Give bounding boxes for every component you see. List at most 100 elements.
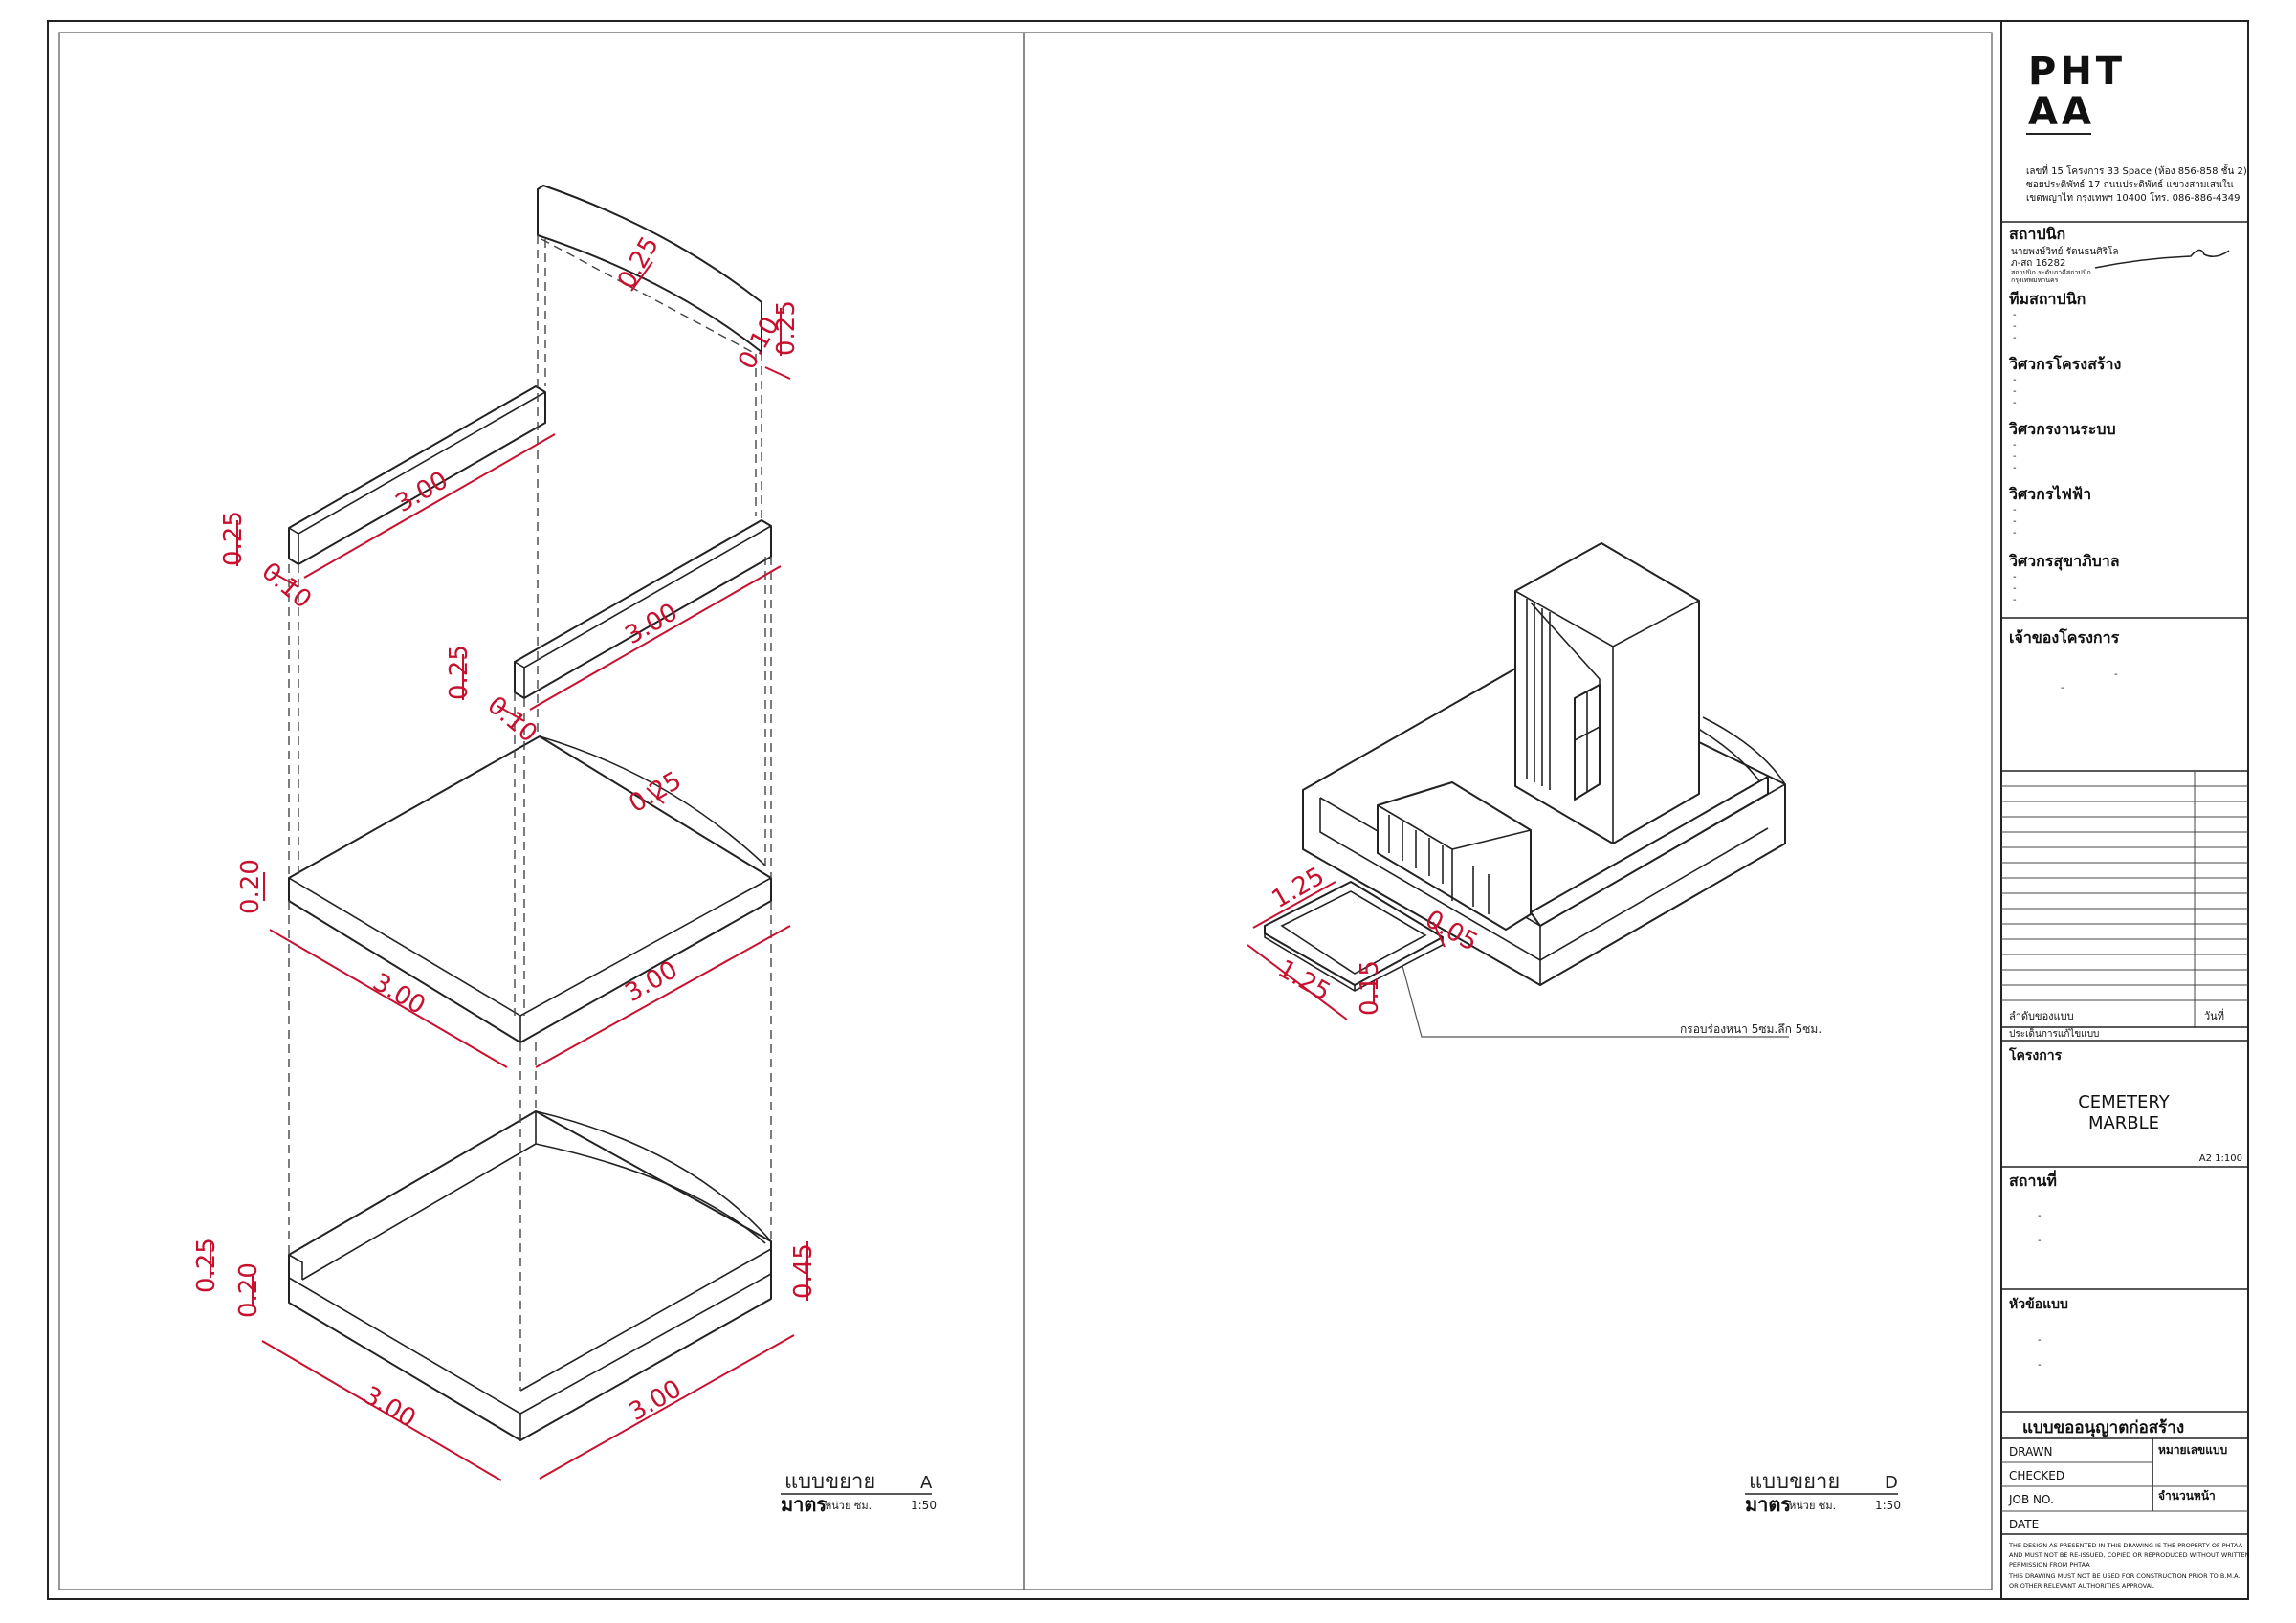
section-sanitary-line-3: -	[2013, 595, 2017, 605]
sheet-count-label: จำนวนหน้า	[2158, 1489, 2216, 1502]
section-structure-line-1: -	[2013, 375, 2017, 385]
firm-address-2: ซอยประดิพัทธ์ 17 ถนนประดิพัทธ์ แขวงสามเส…	[2026, 179, 2234, 190]
dim-beam-right-h: 0.25	[445, 645, 474, 700]
disclaimer-line-4: THIS DRAWING MUST NOT BE USED FOR CONSTR…	[2008, 1572, 2240, 1580]
section-electrical-line-2: -	[2013, 516, 2017, 527]
revision-label: ลำดับของแบบ	[2009, 1010, 2074, 1022]
dim-base-left-len: 3.00	[359, 1381, 421, 1434]
view-d-dimension-lines	[1247, 881, 1446, 1020]
revision-desc-label: ประเด็นการแก้ไขแบบ	[2009, 1026, 2099, 1040]
sheet-title-line-1: -	[2038, 1335, 2042, 1346]
dim-beam-left-w: 0.10	[256, 557, 318, 614]
view-d-unit-sub: หน่วย ซม.	[1789, 1500, 1836, 1512]
owner-line-2: -	[2061, 683, 2064, 693]
slab	[288, 735, 772, 1043]
owner-line-1: -	[2114, 669, 2118, 680]
project-name-2: MARBLE	[2088, 1113, 2159, 1133]
callout-text: กรอบร่องหนา 5ซม.ลึก 5ซม.	[1680, 1022, 1821, 1036]
section-team: ทีมสถาปนิก - - -	[2009, 290, 2086, 343]
disclaimer: THE DESIGN AS PRESENTED IN THIS DRAWING …	[2008, 1542, 2250, 1590]
sheet-border	[47, 20, 2249, 1600]
drawing-type: แบบขออนุญาตก่อสร้าง	[2022, 1418, 2184, 1437]
dim-pad-h: 0.15	[1356, 960, 1384, 1016]
beam-left	[288, 385, 546, 565]
disclaimer-line-3: PERMISSION FROM PHTAA	[2009, 1561, 2090, 1568]
view-d-label: แบบขยาย D มาตร หน่วย ซม. 1:50	[1745, 1470, 1901, 1516]
beam-right	[514, 519, 772, 699]
section-structure-line-2: -	[2013, 386, 2017, 397]
architect-heading: สถาปนิก	[2009, 225, 2065, 243]
view-d-title: แบบขยาย	[1749, 1470, 1840, 1494]
dim-base-h1: 0.25	[192, 1238, 221, 1293]
disclaimer-line-5: OR OTHER RELEVANT AUTHORITIES APPROVAL	[2009, 1582, 2154, 1590]
view-a-letter: A	[920, 1473, 933, 1493]
architect-license: ภ-สถ 16282	[2011, 258, 2065, 269]
section-team-line-2: -	[2013, 321, 2017, 332]
logo-line-2: AA	[2028, 90, 2095, 134]
location-line-2: -	[2038, 1236, 2042, 1246]
sheet-scale: A2 1:100	[2199, 1153, 2242, 1164]
architect-name: นายพงษ์วิทย์ รัตนธนศิริโล	[2011, 245, 2118, 257]
location-heading: สถานที่	[2009, 1170, 2057, 1190]
section-systems-line-2: -	[2013, 451, 2017, 462]
section-team-line-3: -	[2013, 333, 2017, 343]
section-team-line-1: -	[2013, 310, 2017, 320]
architect-signature	[2094, 249, 2230, 269]
viewport-right	[1023, 32, 1993, 1590]
view-a-dimension-lines	[210, 261, 808, 1481]
section-structure: วิศวกรโครงสร้าง - - -	[2008, 354, 2121, 408]
dim-base-right-h: 0.45	[789, 1243, 818, 1299]
sign-off-table: DRAWN CHECKED JOB NO. DATE หมายเลขแบบ จำ…	[2001, 1438, 2248, 1535]
firm-logo: PHT AA	[2026, 50, 2126, 135]
project-heading: โครงการ	[2008, 1046, 2063, 1064]
logo-line-1: PHT	[2028, 50, 2126, 94]
sheet-title-heading: หัวข้อแบบ	[2009, 1297, 2068, 1312]
revision-table	[2001, 771, 2248, 1027]
architect-note-1: สถาปนิก ระดับภาคีสถาปนิก	[2011, 269, 2091, 276]
section-systems-line-1: -	[2013, 440, 2017, 450]
view-d-letter: D	[1885, 1473, 1898, 1493]
section-sanitary-line-2: -	[2013, 583, 2017, 594]
date-label: DATE	[2009, 1518, 2039, 1531]
architect-note-2: กรุงเทพมหานคร	[2011, 276, 2059, 284]
firm-address-3: เขตพญาไท กรุงเทพฯ 10400 โทร. 086-886-434…	[2026, 191, 2241, 204]
dim-base-h2: 0.20	[234, 1262, 263, 1318]
section-systems-heading: วิศวกรงานระบบ	[2008, 420, 2116, 438]
section-systems-line-3: -	[2013, 463, 2017, 473]
view-a-label: แบบขยาย A มาตร หน่วย ซม. 1:50	[781, 1470, 937, 1516]
callout-leader: กรอบร่องหนา 5ซม.ลึก 5ซม.	[1402, 965, 1821, 1038]
section-team-heading: ทีมสถาปนิก	[2009, 290, 2086, 308]
view-d-scale: 1:50	[1875, 1499, 1901, 1512]
disclaimer-line-1: THE DESIGN AS PRESENTED IN THIS DRAWING …	[2008, 1542, 2243, 1549]
section-structure-line-3: -	[2013, 398, 2017, 408]
revision-date-label: วันที่	[2204, 1008, 2224, 1022]
view-a-unit: มาตร	[781, 1493, 827, 1516]
project-name-1: CEMETERY	[2078, 1092, 2171, 1112]
firm-address-1: เลขที่ 15 โครงการ 33 Space (ห้อง 856-858…	[2026, 164, 2247, 177]
section-electrical: วิศวกรไฟฟ้า - - -	[2008, 485, 2091, 538]
view-a-title: แบบขยาย	[784, 1470, 875, 1494]
section-structure-heading: วิศวกรโครงสร้าง	[2008, 354, 2121, 373]
section-systems: วิศวกรงานระบบ - - -	[2008, 420, 2116, 473]
disclaimer-line-2: AND MUST NOT BE RE-ISSUED, COPIED OR REP…	[2009, 1551, 2250, 1559]
view-d-assembled-isometric: 1.25 1.25 0.05 0.15 กรอบร่องหนา 5ซม.ลึก …	[1247, 542, 1901, 1516]
planter-box	[1377, 781, 1532, 931]
section-electrical-heading: วิศวกรไฟฟ้า	[2008, 485, 2091, 503]
owner-heading: เจ้าของโครงการ	[2009, 627, 2120, 647]
section-sanitary-line-1: -	[2013, 572, 2017, 582]
section-sanitary-heading: วิศวกรสุขาภิบาล	[2008, 552, 2120, 571]
sheet-title-line-2: -	[2038, 1360, 2042, 1371]
sheet-no-label: หมายเลขแบบ	[2158, 1443, 2227, 1457]
base-tray	[288, 1110, 772, 1441]
dim-beam-left-h: 0.25	[219, 511, 248, 566]
checked-label: CHECKED	[2009, 1469, 2064, 1482]
section-electrical-line-1: -	[2013, 505, 2017, 515]
dim-arc-top-end: 0.25	[772, 300, 801, 356]
projection-lines	[288, 235, 772, 1391]
view-a-unit-sub: หน่วย ซม.	[825, 1500, 872, 1512]
titleblock: PHT AA เลขที่ 15 โครงการ 33 Space (ห้อง …	[2001, 50, 2250, 1590]
drawn-label: DRAWN	[2009, 1445, 2053, 1459]
view-a-scale: 1:50	[911, 1499, 937, 1512]
dim-slab-h: 0.20	[236, 859, 265, 914]
